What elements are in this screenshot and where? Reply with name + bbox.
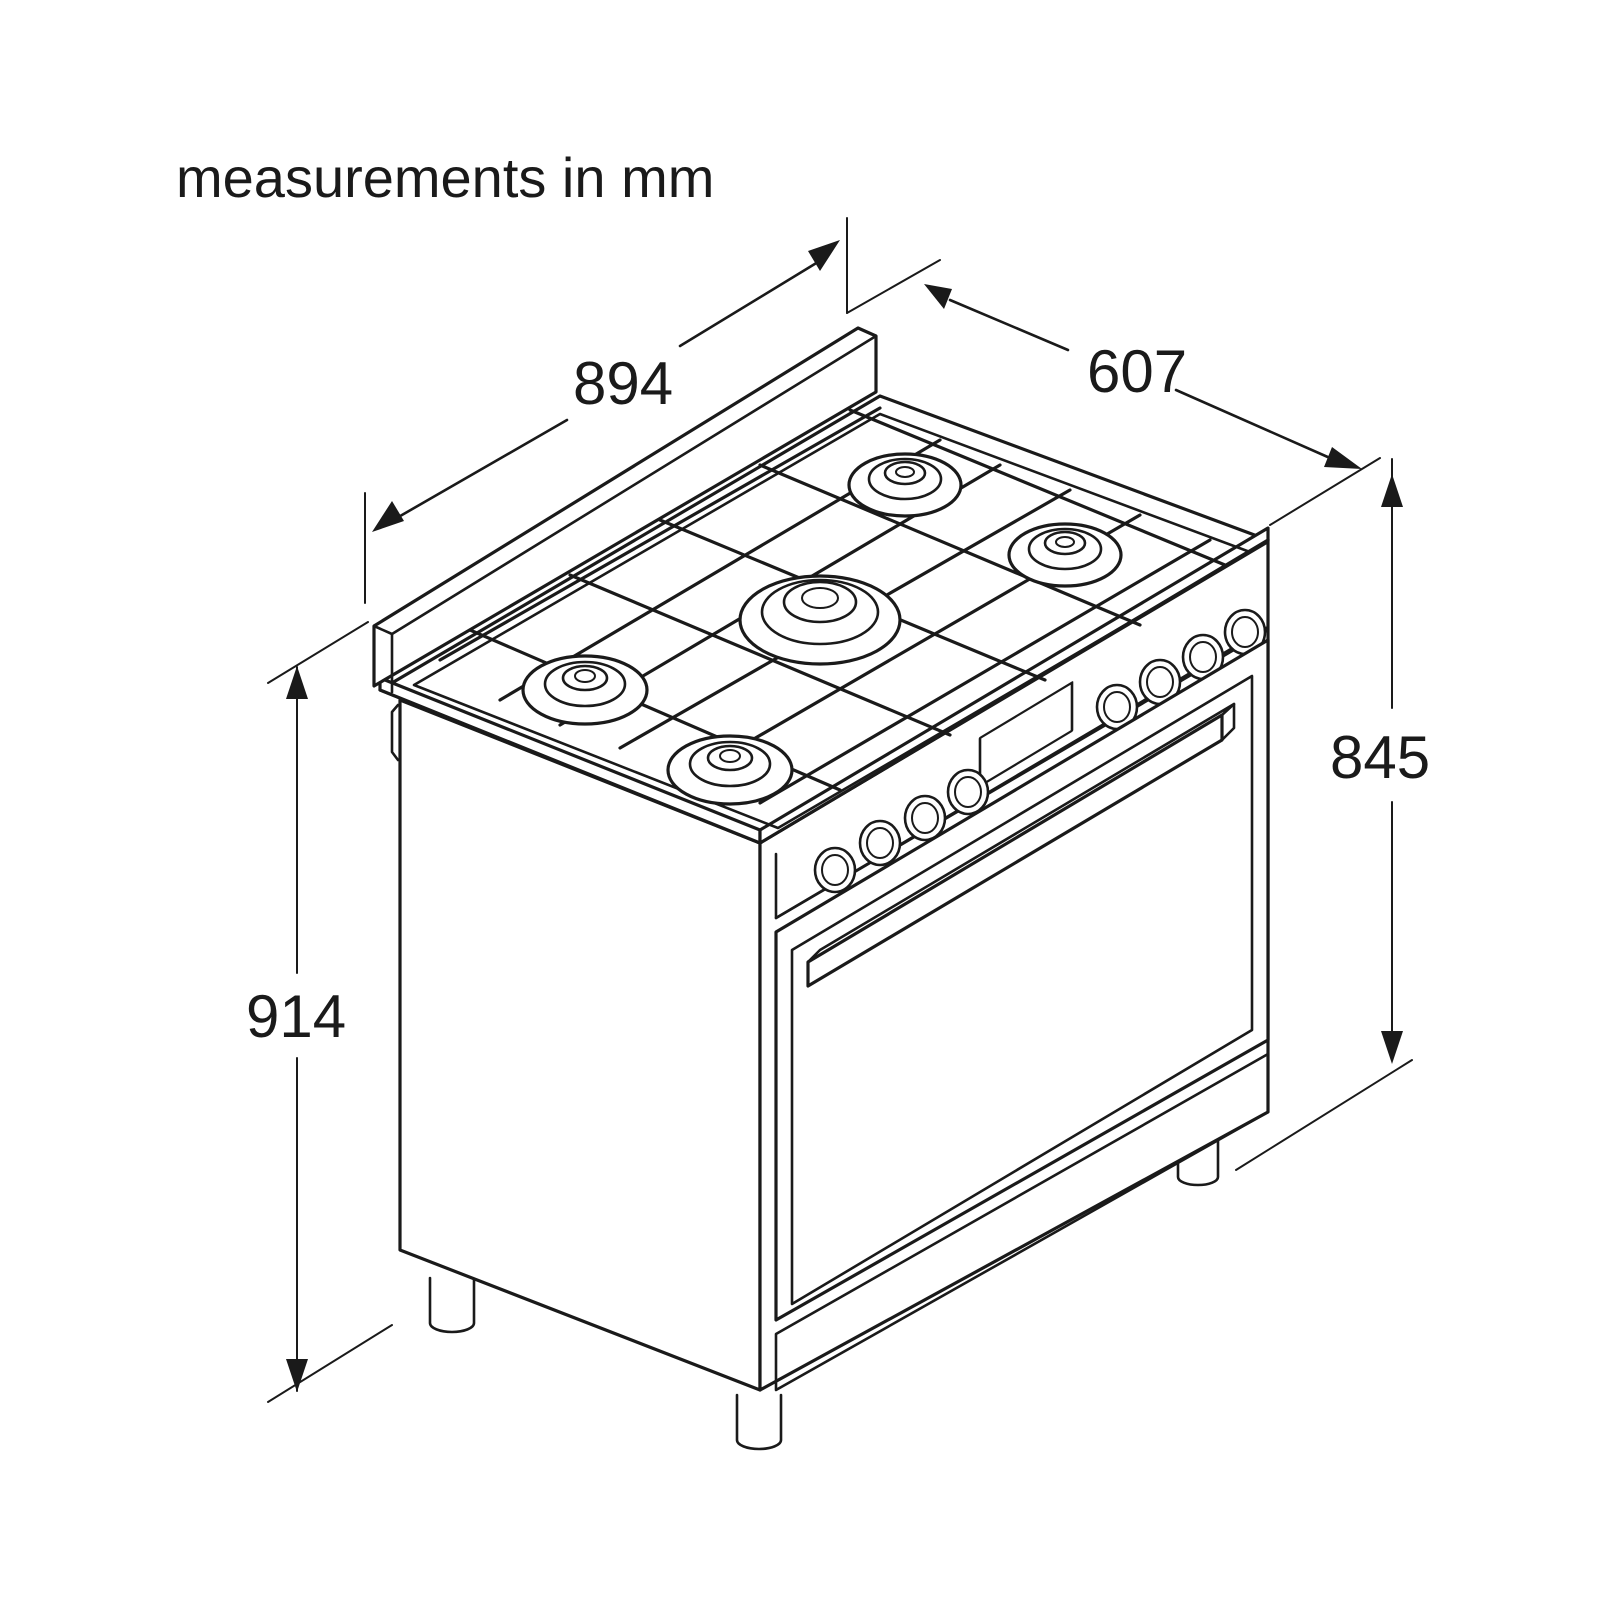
knob[interactable]	[946, 768, 990, 816]
arrow-head	[372, 501, 404, 532]
dimension-label-worktop-height: 845	[1330, 724, 1430, 791]
dimension-label-width: 894	[573, 350, 673, 417]
dimension-depth: 607	[846, 259, 1381, 526]
arrow-head	[1381, 1031, 1403, 1064]
dimension-label-total-height: 914	[246, 983, 346, 1050]
burner-rear-centre	[847, 452, 963, 518]
dimension-height-worktop: 845	[1235, 458, 1430, 1171]
cooker	[372, 326, 1270, 1451]
bottom-drawer	[774, 1052, 1270, 1392]
control-knobs	[813, 608, 1267, 894]
dimension-width: 894	[364, 217, 848, 604]
cooker-feet	[428, 1133, 1220, 1451]
control-display	[978, 681, 1074, 788]
arrow-head	[808, 240, 840, 271]
backsplash	[372, 326, 878, 688]
burner-rear-right	[1007, 522, 1123, 588]
burner-front-left	[521, 654, 649, 726]
measurements-title: measurements in mm	[176, 146, 714, 209]
dimension-label-depth: 607	[1087, 338, 1187, 405]
arrow-head	[1381, 474, 1403, 507]
knob[interactable]	[1223, 608, 1267, 656]
arrow-head	[1324, 447, 1362, 469]
arrow-head	[286, 1359, 308, 1392]
knob[interactable]	[858, 819, 902, 867]
arrow-head	[286, 666, 308, 699]
burners	[521, 452, 1123, 806]
knob[interactable]	[1181, 633, 1225, 681]
dimension-height-total: 914	[246, 621, 393, 1403]
oven-door	[774, 638, 1270, 1322]
knob[interactable]	[813, 846, 857, 894]
arrow-head	[924, 284, 952, 309]
knob[interactable]	[1095, 683, 1139, 731]
burner-front-centre	[666, 734, 794, 806]
knob[interactable]	[903, 794, 947, 842]
burner-wok-centre	[738, 574, 902, 666]
cooker-side-hinge	[390, 703, 400, 762]
